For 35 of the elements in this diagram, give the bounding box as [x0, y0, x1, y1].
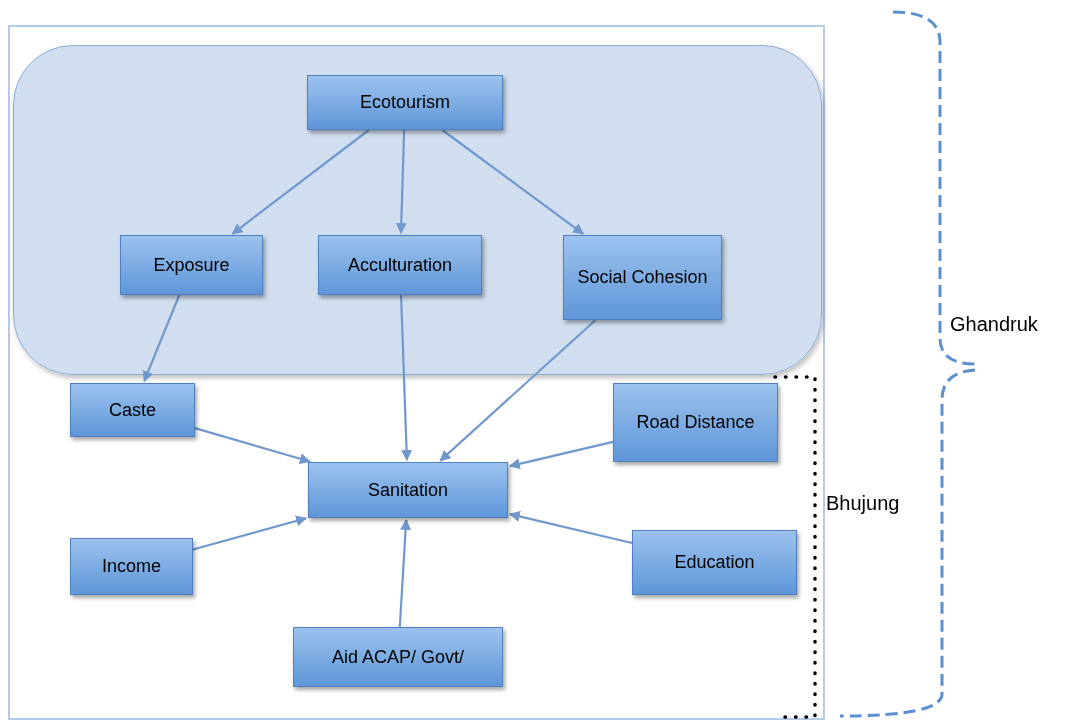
box-label: Ecotourism [360, 91, 450, 115]
box-label: Acculturation [347, 253, 453, 277]
process-box [632, 530, 797, 595]
arrow [192, 515, 308, 551]
process-box [307, 75, 503, 130]
box-label: Road Distance [636, 411, 755, 435]
arrow [398, 518, 412, 628]
arrow [142, 294, 181, 383]
process-box [70, 538, 193, 595]
process-box [563, 235, 722, 320]
region-label: Ghandruk [950, 313, 1038, 336]
box-label: Aid ACAP/ Govt/ [331, 645, 465, 669]
arrow [441, 129, 585, 235]
box-label: Income [102, 555, 161, 579]
arrow [194, 427, 311, 464]
process-box [613, 383, 778, 462]
arrow [399, 294, 413, 462]
box-label: Education [674, 551, 755, 575]
box-label: Caste [109, 398, 156, 422]
process-box [120, 235, 263, 295]
box-label: Sanitation [367, 478, 449, 502]
process-box [70, 383, 195, 437]
arrow [439, 319, 597, 462]
process-box [293, 627, 503, 687]
box-label: Social Cohesion [577, 266, 708, 290]
arrow [231, 129, 370, 235]
region-label: Bhujung [826, 492, 900, 515]
arrow [508, 440, 614, 470]
region-box [13, 45, 822, 375]
box-label: Exposure [153, 253, 230, 277]
process-box [308, 462, 508, 518]
arrow [395, 129, 407, 235]
frame-box [8, 25, 825, 720]
arrow [508, 511, 633, 545]
process-box [318, 235, 482, 295]
